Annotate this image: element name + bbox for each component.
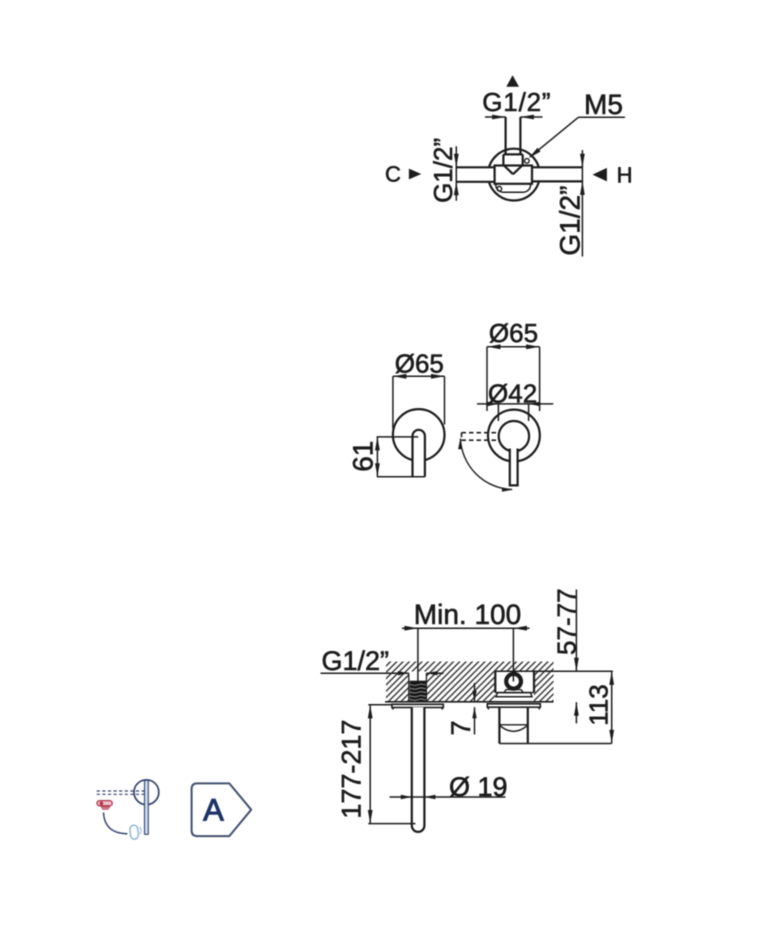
svg-text:G1/2”: G1/2”	[428, 138, 458, 203]
svg-text:61: 61	[348, 441, 379, 472]
svg-text:Ø 19: Ø 19	[449, 772, 508, 802]
svg-text:M5: M5	[584, 89, 623, 120]
svg-text:G1/2”: G1/2”	[482, 87, 551, 117]
svg-text:7: 7	[446, 720, 476, 735]
svg-text:A: A	[203, 793, 224, 828]
svg-text:Ø65: Ø65	[395, 349, 444, 379]
svg-text:57-77: 57-77	[551, 588, 581, 655]
svg-text:G1/2”: G1/2”	[555, 186, 586, 256]
svg-text:C: C	[385, 162, 401, 187]
svg-text:177-217: 177-217	[337, 720, 367, 819]
svg-text:Ø65: Ø65	[489, 318, 538, 348]
svg-text:Ø42: Ø42	[488, 379, 537, 409]
svg-text:113: 113	[583, 684, 613, 725]
svg-text:H: H	[617, 163, 633, 188]
svg-text:G1/2”: G1/2”	[322, 646, 390, 676]
svg-text:Min. 100: Min. 100	[414, 599, 521, 630]
